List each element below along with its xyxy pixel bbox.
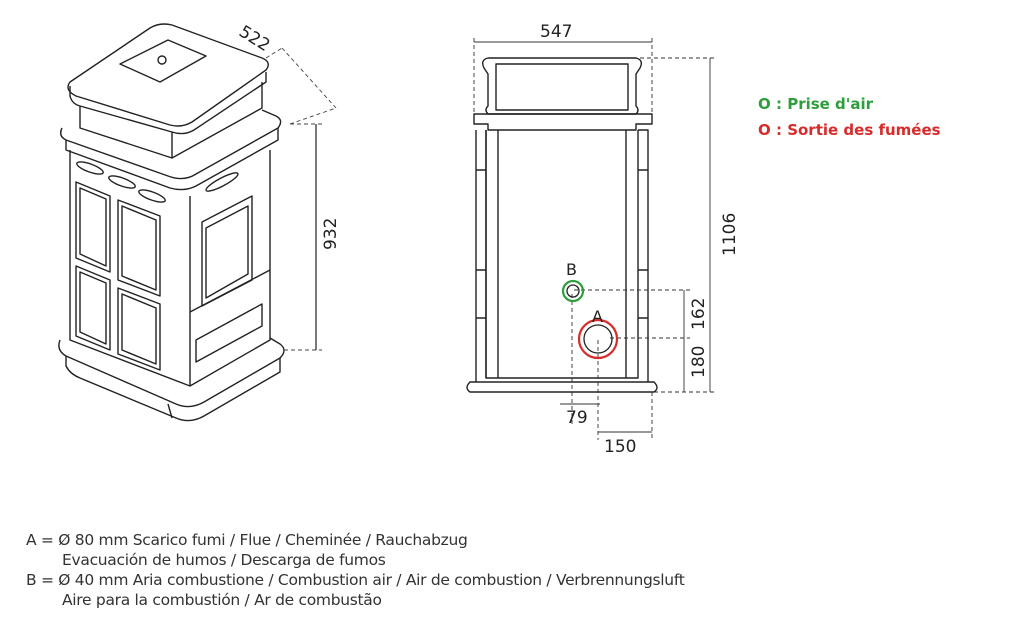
note-b-line2: Aire para la combustión / Ar de combustã… [62,591,382,609]
dim-b-height-label: 162 [689,298,709,330]
label-b: B [566,260,577,279]
outlet-b-air-intake [561,279,585,303]
legend-air-intake: O : Prise d'air [758,95,874,113]
dim-width-label: 547 [540,22,572,42]
front-dim-lines [473,38,716,440]
label-a: A [592,307,603,326]
dim-a-offset-label: 150 [604,437,636,457]
note-b-line1: B = Ø 40 mm Aria combustione / Combustio… [26,571,685,589]
outlet-notes: A = Ø 80 mm Scarico fumi / Flue / Chemin… [26,530,685,610]
outlet-a-flue [577,318,619,360]
front-view-stove [466,57,658,393]
note-a-line2: Evacuación de humos / Descarga de fumos [62,551,386,569]
isometric-stove [58,23,285,422]
note-a-line1: A = Ø 80 mm Scarico fumi / Flue / Chemin… [26,531,468,549]
dim-a-height-label: 180 [689,346,709,378]
legend-flue-outlet: O : Sortie des fumées [758,121,941,139]
dim-height-label: 932 [321,218,341,250]
dim-b-offset-label: 79 [566,408,588,428]
dim-total-height-label: 1106 [720,213,740,256]
dimension-depth-lines [265,47,337,351]
